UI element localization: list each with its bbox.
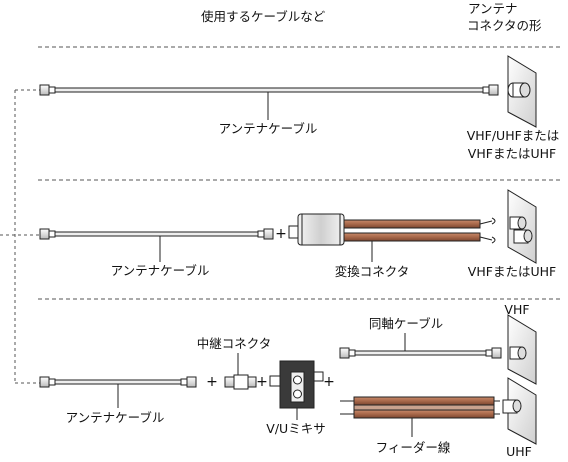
row1-cable-label: アンテナケーブル bbox=[218, 121, 318, 136]
row3-coax-label: 同軸ケーブル bbox=[368, 316, 444, 331]
row3-plus-sign-2: + bbox=[256, 374, 268, 390]
row2-cable-label: アンテナケーブル bbox=[110, 263, 210, 278]
row3-mixer-label: V/Uミキサ bbox=[266, 421, 326, 436]
row3-plus-sign-1: + bbox=[206, 374, 218, 390]
row3-vhf-label: VHF bbox=[504, 302, 530, 317]
row3-relay-label: 中継コネクタ bbox=[196, 336, 272, 351]
row3-cable-label: アンテナケーブル bbox=[65, 410, 165, 425]
row2-plus-sign: + bbox=[275, 226, 287, 242]
row1-connector-label-line1: VHF/UHFまたは bbox=[466, 128, 560, 143]
row3-feeder-wire bbox=[340, 396, 500, 437]
row2-antenna-cable bbox=[39, 228, 274, 262]
antenna-heading-line2: コネクタの形 bbox=[467, 18, 542, 33]
row3-antenna-cable bbox=[39, 376, 197, 408]
row3-uhf-plate bbox=[502, 377, 537, 445]
row1-antenna-cable bbox=[39, 84, 499, 120]
row2-antenna-plate bbox=[507, 189, 537, 264]
antenna-heading-line1: アンテナ bbox=[468, 1, 518, 16]
row3-vhf-plate bbox=[507, 314, 537, 385]
row1-antenna-plate bbox=[507, 55, 537, 128]
grouping-bracket bbox=[0, 89, 40, 384]
row1-connector-label-line2: VHFまたはUHF bbox=[467, 146, 557, 161]
cables-heading: 使用するケーブルなど bbox=[201, 9, 326, 24]
row3-vu-mixer bbox=[269, 360, 324, 420]
separator-lines bbox=[38, 46, 560, 300]
row2-conversion-connector bbox=[288, 213, 496, 262]
row2-connector-label: VHFまたはUHF bbox=[467, 264, 557, 279]
row2-adapter-label: 変換コネクタ bbox=[334, 264, 410, 279]
row3-plus-sign-3: + bbox=[323, 374, 335, 390]
row3-uhf-label: UHF bbox=[506, 444, 532, 459]
row3-feeder-label: フィーダー線 bbox=[375, 440, 451, 455]
row3-coaxial-cable bbox=[339, 333, 502, 359]
row3-relay-connector bbox=[224, 353, 257, 390]
